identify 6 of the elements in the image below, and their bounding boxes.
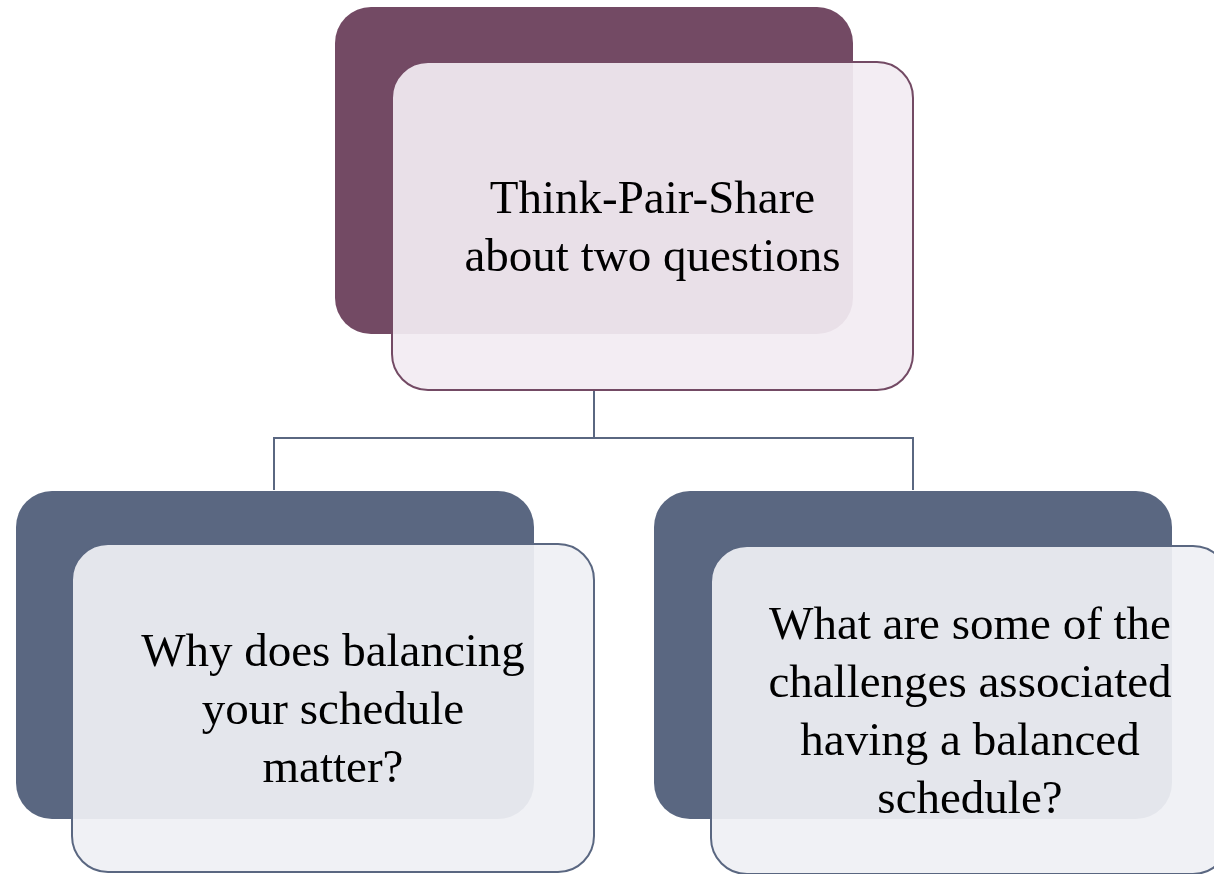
stacked-card xyxy=(334,6,914,391)
stacked-card xyxy=(653,490,1214,873)
stacked-card xyxy=(15,490,595,873)
card-text: Think-Pair-Share about two questions xyxy=(463,170,842,283)
card-text: What are some of the challenges associated having a balanced schedule? xyxy=(767,596,1173,825)
card-text: Why does balancing your schedule matter? xyxy=(140,623,526,794)
